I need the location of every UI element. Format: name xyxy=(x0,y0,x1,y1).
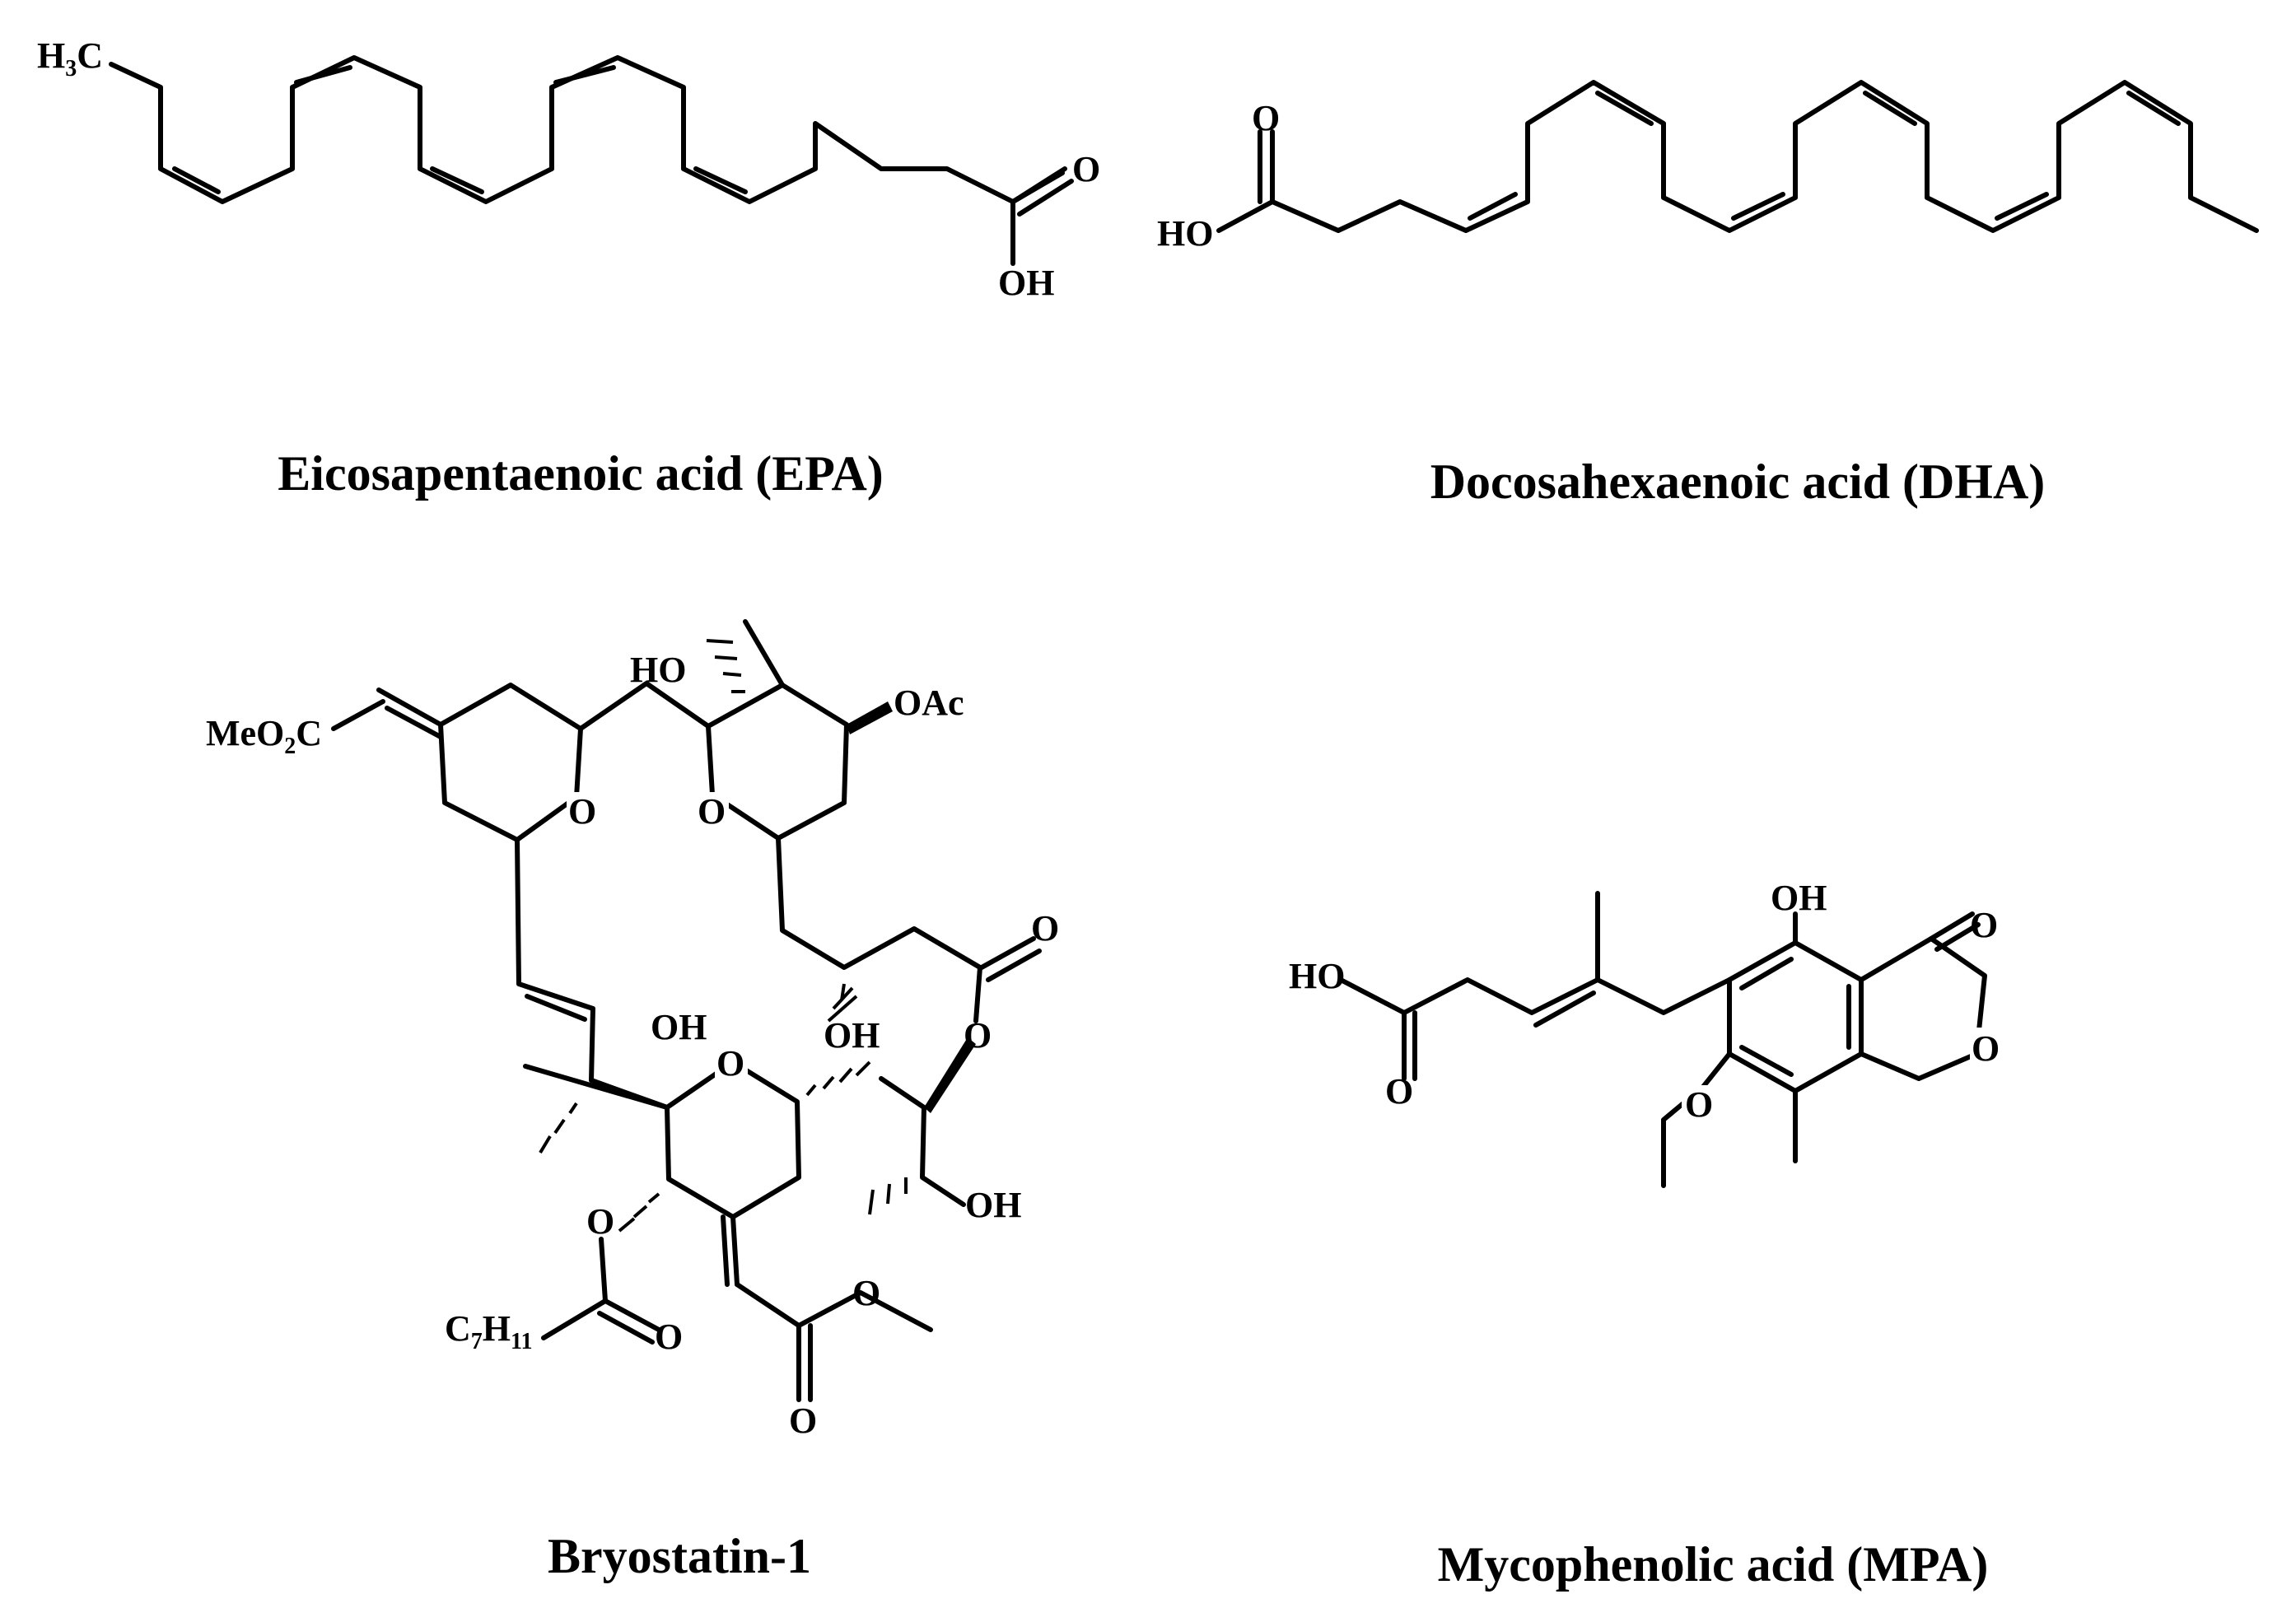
caption-epa: Eicosapentaenoic acid (EPA) xyxy=(278,446,884,501)
mpa-methoxy-o: O xyxy=(1685,1084,1713,1125)
dha-carbonyl-o: O xyxy=(1252,98,1280,138)
bryostatin-ring-c-o: O xyxy=(716,1043,744,1084)
mpa-lactone-o: O xyxy=(1972,1028,2000,1069)
bryostatin-hashed-bonds xyxy=(539,639,908,1233)
bryostatin-ring-c-hydroxyl: OH xyxy=(651,1007,707,1047)
mpa-phenol-hydroxyl: OH xyxy=(1771,878,1827,918)
epa-structure: H3C O OH xyxy=(37,35,1100,303)
bryostatin-oac: OAc xyxy=(894,683,964,723)
dha-chain-bonds xyxy=(1216,80,2259,233)
bryostatin-acyl-c7h11: C7H11 xyxy=(445,1308,532,1354)
bryostatin-lactone-o: O xyxy=(964,1015,992,1056)
dha-structure: O HO xyxy=(1157,80,2259,254)
mpa-lactone-carbonyl-o: O xyxy=(1970,905,1998,945)
bryostatin-acyl-ester-o: O xyxy=(586,1201,614,1242)
bryostatin-bottom-carbonyl-o: O xyxy=(789,1401,817,1441)
mpa-structure: HO O OH O O O xyxy=(1289,878,2003,1188)
bryostatin-ring-b-hydroxyl: HO xyxy=(630,650,686,690)
bryostatin-c13-hydroxyl: OH xyxy=(824,1015,880,1056)
epa-chain-bonds xyxy=(109,55,1074,266)
bryostatin-ring-b-o: O xyxy=(698,791,726,832)
caption-dha: Docosahexaenoic acid (DHA) xyxy=(1430,454,2046,509)
bryostatin-bottom-ester-o: O xyxy=(852,1273,880,1313)
caption-bryostatin: Bryostatin-1 xyxy=(548,1529,811,1583)
dha-hydroxyl: HO xyxy=(1157,213,1213,254)
bryostatin-ring-a-o: O xyxy=(568,791,596,832)
epa-ch3-label: H3C xyxy=(37,35,103,82)
mpa-bonds xyxy=(1338,891,1987,1188)
bryostatin-side-hydroxyl: OH xyxy=(965,1185,1021,1225)
caption-mpa: Mycophenolic acid (MPA) xyxy=(1438,1537,1989,1592)
mpa-acid-carbonyl-o: O xyxy=(1385,1071,1413,1112)
bryostatin-bonds xyxy=(331,619,1042,1402)
bryostatin-meo2c-label: MeO2C xyxy=(206,713,322,759)
bryostatin-acyl-carbonyl-o: O xyxy=(655,1317,683,1357)
epa-hydroxyl: OH xyxy=(998,263,1054,303)
bryostatin-structure: MeO2C O O HO OAc O O OH OH O OH O C7H11 … xyxy=(206,619,1059,1441)
bryostatin-lactone-carbonyl-o: O xyxy=(1031,908,1059,948)
mpa-acid-hydroxyl: HO xyxy=(1289,956,1345,996)
epa-carbonyl-o: O xyxy=(1072,149,1100,189)
